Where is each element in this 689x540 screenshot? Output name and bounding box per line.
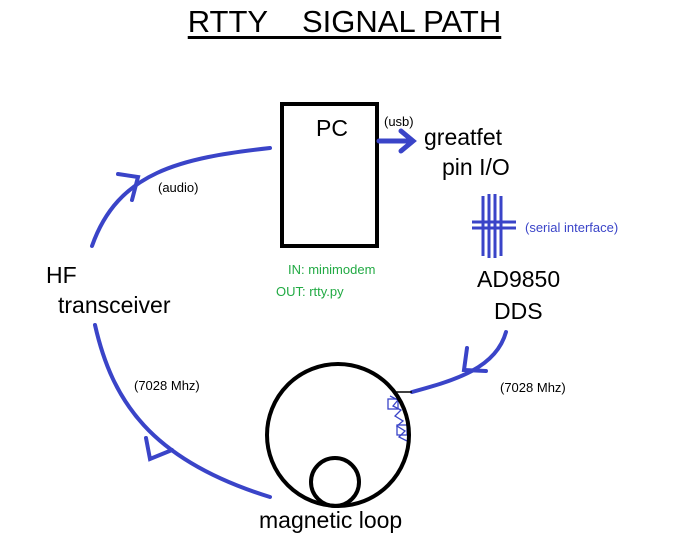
audio-arrow [90, 146, 272, 248]
usb-label: (usb) [384, 114, 414, 129]
hf-to-loop-arrow [93, 323, 272, 499]
serial-interface-label: (serial interface) [525, 220, 619, 235]
dds-label-line1: AD9850 [477, 266, 561, 292]
software-out-label: OUT: rtty.py [276, 284, 344, 299]
magnetic-loop-label: magnetic loop [259, 507, 403, 533]
frequency-label-left: (7028 Mhz) [134, 378, 200, 393]
serial-bus-icon [472, 194, 516, 258]
pc-box [280, 102, 379, 248]
software-in-label: IN: minimodem [288, 262, 376, 277]
greatfet-label-line2: pin I/O [442, 154, 510, 180]
hf-label-line1: HF [46, 262, 77, 288]
page-title: RTTY SIGNAL PATH [187, 4, 502, 39]
connector-scribble [387, 395, 408, 442]
audio-label: (audio) [158, 180, 199, 195]
dds-label-line2: DDS [494, 298, 543, 324]
dds-to-loop-arrow [410, 330, 508, 394]
frequency-label-right: (7028 Mhz) [500, 380, 566, 395]
pc-label: PC [316, 115, 348, 141]
hf-label-line2: transceiver [58, 292, 171, 318]
loop-inner-circle [309, 456, 361, 508]
usb-arrow [376, 128, 417, 154]
greatfet-label-line1: greatfet [424, 124, 502, 150]
loop-outer-circle [265, 362, 411, 508]
